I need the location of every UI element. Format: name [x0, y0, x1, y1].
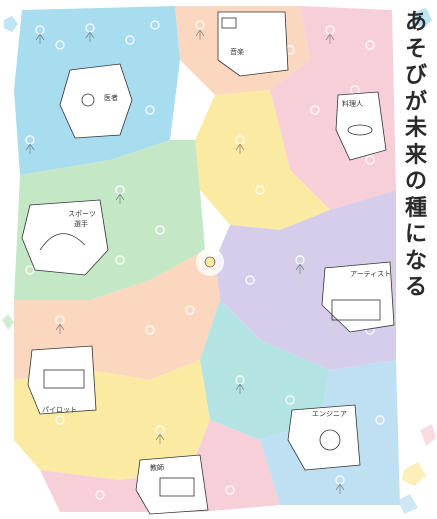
vignette-artist: アーティスト	[321, 261, 395, 333]
label-teacher: 教師	[150, 463, 164, 472]
label-medical: 医者	[104, 94, 118, 102]
label-cook: 料理人	[342, 99, 363, 108]
zone-yellow-upper-right	[195, 90, 330, 230]
crowd-figure-outlines	[25, 29, 345, 494]
label-artist: アーティスト	[350, 270, 391, 278]
label-music: 音楽	[230, 47, 244, 56]
title-char: 来	[404, 142, 427, 168]
vignette-medical: 医者	[59, 63, 133, 139]
zone-pink-top-right	[270, 6, 396, 210]
title-char: あ	[404, 10, 427, 35]
vignette-engineer: エンジニア	[287, 404, 361, 471]
vignette-music: 音楽	[217, 11, 289, 77]
vertical-title: あ そ び が 未 来 の 種 に な る	[396, 10, 436, 302]
zone-pink-bottom	[40, 420, 280, 512]
zone-teal-lower-mid	[200, 300, 330, 440]
title-char: び	[404, 63, 427, 88]
title-char: る	[404, 275, 427, 300]
vignette-sports: スポーツ 選手	[21, 199, 109, 276]
title-char: が	[404, 89, 427, 115]
title-char: 種	[404, 195, 427, 221]
decorative-tiles	[2, 8, 436, 514]
title-char: の	[404, 169, 427, 194]
label-sports-b: 選手	[74, 219, 88, 228]
title-char: な	[404, 248, 427, 274]
vignette-cook: 料理人	[335, 91, 387, 161]
title-char: 未	[404, 116, 427, 141]
center-flower	[196, 248, 224, 276]
label-pilot: パイロット	[42, 406, 77, 414]
vignette-teacher: 教師	[135, 454, 209, 515]
title-char: そ	[404, 36, 427, 62]
title-char: に	[404, 222, 427, 247]
vignette-pilot: パイロット	[27, 345, 97, 415]
label-sports-a: スポーツ	[68, 210, 96, 218]
label-engineer: エンジニア	[312, 410, 347, 418]
